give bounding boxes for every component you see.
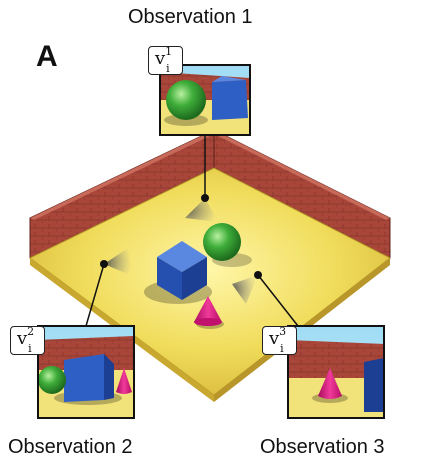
- observation-1-variable-label: v1 i: [148, 46, 183, 75]
- camera-3-dot: [254, 271, 262, 279]
- observation-2-variable-label: v2 i: [10, 326, 45, 355]
- pink-cone-base: [194, 318, 222, 326]
- green-sphere: [203, 223, 241, 261]
- variable-subscript: i: [166, 61, 170, 75]
- right-wall-top: [214, 130, 390, 220]
- camera-2-view-cone: [104, 248, 132, 276]
- camera-3-leader-line: [257, 274, 299, 327]
- pink-cone: [194, 296, 222, 326]
- variable-superscript: 3: [279, 325, 287, 338]
- variable-superscript: 2: [27, 325, 35, 338]
- observation-2-title: Observation 2: [8, 436, 133, 458]
- camera-1-view-cone: [185, 198, 218, 222]
- cube-right-face: [182, 257, 207, 300]
- panel-label: A: [36, 40, 58, 73]
- variable-superscript: 1: [165, 45, 173, 58]
- observation-1-title: Observation 1: [128, 6, 253, 28]
- cube-top: [157, 241, 207, 272]
- camera-2-leader-line: [85, 263, 105, 327]
- camera-1-dot: [201, 194, 209, 202]
- observation-2-thumbnail: [37, 325, 135, 419]
- variable-symbol: v: [17, 328, 28, 349]
- variable-subscript: i: [280, 341, 284, 355]
- variable-symbol: v: [155, 48, 166, 69]
- observation-1-thumbnail: [159, 64, 251, 136]
- cube-left-face: [157, 257, 182, 300]
- observation-3-title: Observation 3: [260, 436, 385, 458]
- left-wall-top: [30, 130, 214, 220]
- variable-subscript: i: [28, 341, 32, 355]
- camera-2-dot: [100, 260, 108, 268]
- observation-3-thumbnail: [287, 325, 385, 419]
- observation-3-variable-label: v3 i: [262, 326, 297, 355]
- variable-symbol: v: [269, 328, 280, 349]
- camera-3-view-cone: [232, 275, 258, 304]
